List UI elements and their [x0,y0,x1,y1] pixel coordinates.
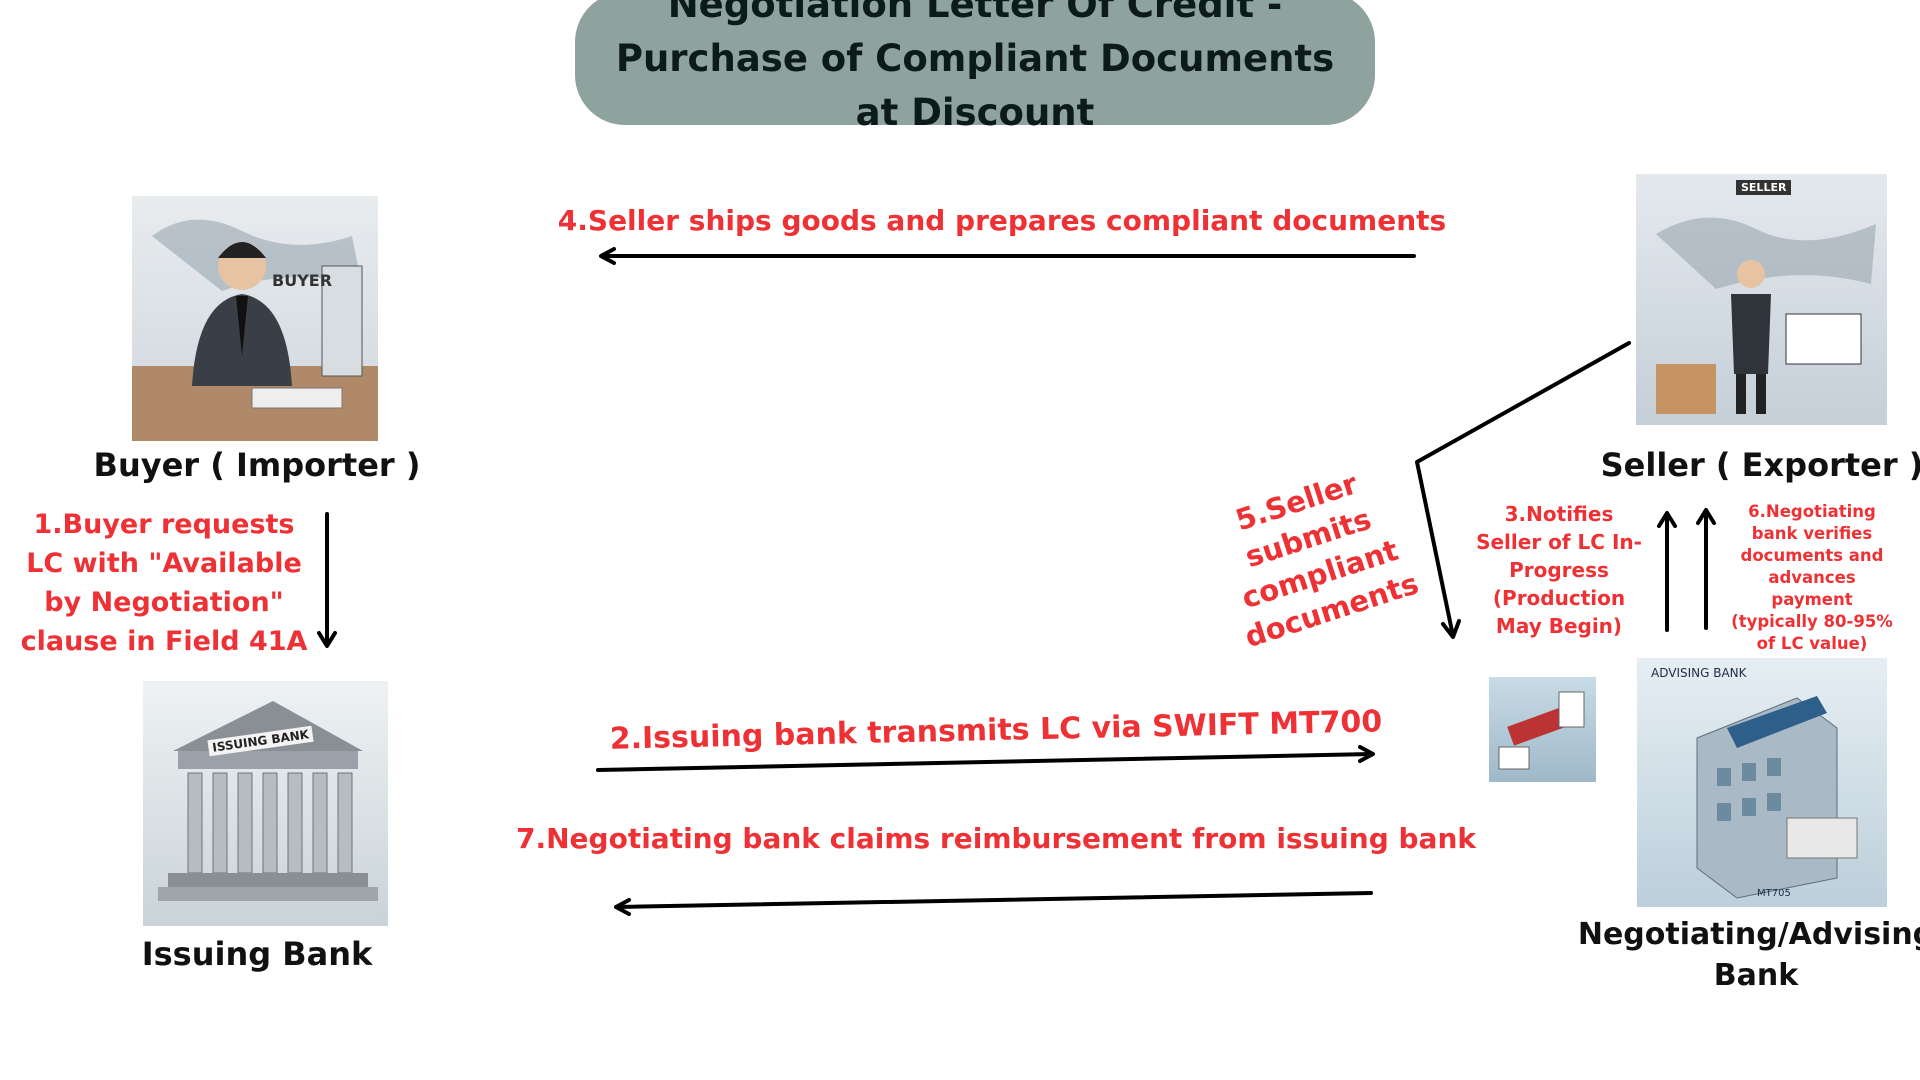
step2-arrow-right [596,745,1375,772]
issuing-bank-label: Issuing Bank [141,935,373,973]
step3-line: Seller of LC In- [1476,530,1642,554]
buyer-person-icon [132,219,378,441]
step3-line: 3.Notifies [1504,502,1614,526]
seller-illustration: SELLER [1636,174,1887,425]
step3-line: May Begin) [1495,614,1623,638]
step4-arrow-left [599,247,1416,265]
step3-line: Progress [1509,558,1609,582]
step3-arrow-up [1657,511,1677,632]
step4-text: 4.Seller ships goods and prepares compli… [557,204,1447,237]
step6-arrow-up [1696,508,1716,630]
step6-line: payment [1771,590,1853,609]
buyer-label: Buyer ( Importer ) [93,446,421,484]
step3-line: (Production [1492,586,1626,610]
negotiating-bank-label-line: Negotiating/Advising [1577,917,1920,952]
seller-image-label: SELLER [1736,180,1792,195]
seller-label: Seller ( Exporter ) [1600,446,1920,484]
step5-arrow [1415,341,1631,639]
mt705-image-label: MT705 [1757,888,1791,899]
step1-line: 1.Buyer requests [33,509,295,540]
step6-text: 6.Negotiating bank verifies documents an… [1731,501,1893,655]
step1-line: LC with "Available [26,548,302,579]
step6-line: (typically 80-95% [1731,612,1893,631]
advising-bank-building-icon [1696,696,1858,899]
step6-line: bank verifies [1751,524,1873,543]
diagram-title: Negotiation Letter Of Credit - Purchase … [575,0,1375,134]
step3-text: 3.Notifies Seller of LC In- Progress (Pr… [1476,500,1642,640]
shipping-icon [1498,691,1585,770]
issuing-bank-illustration: ISSUING BANK [143,681,388,926]
buyer-image-label: BUYER [272,271,333,290]
step6-line: advances [1768,568,1856,587]
step1-arrow-down [317,512,337,648]
shipping-documents-illustration [1489,677,1596,782]
step6-line: documents and [1740,546,1884,565]
step1-text: 1.Buyer requests LC with "Available by N… [21,505,308,661]
seller-person-icon [1656,217,1876,414]
step7-arrow-left [614,891,1373,916]
step6-line: 6.Negotiating [1748,502,1876,521]
advising-bank-image-label: ADVISING BANK [1651,666,1747,680]
negotiating-bank-label: Negotiating/Advising Bank [1578,914,1920,996]
bank-building-icon [158,701,378,901]
step6-line: of LC value) [1756,634,1868,653]
buyer-illustration: BUYER [132,196,378,441]
step7-text: 7.Negotiating bank claims reimbursement … [516,822,1476,855]
title-text: Negotiation Letter Of Credit - Purchase … [615,0,1335,134]
advising-bank-illustration: ADVISING BANK MT705 [1637,658,1887,907]
negotiating-bank-label-line: Bank [1713,958,1799,993]
step1-line: clause in Field 41A [20,626,308,657]
step1-line: by Negotiation" [44,587,284,618]
